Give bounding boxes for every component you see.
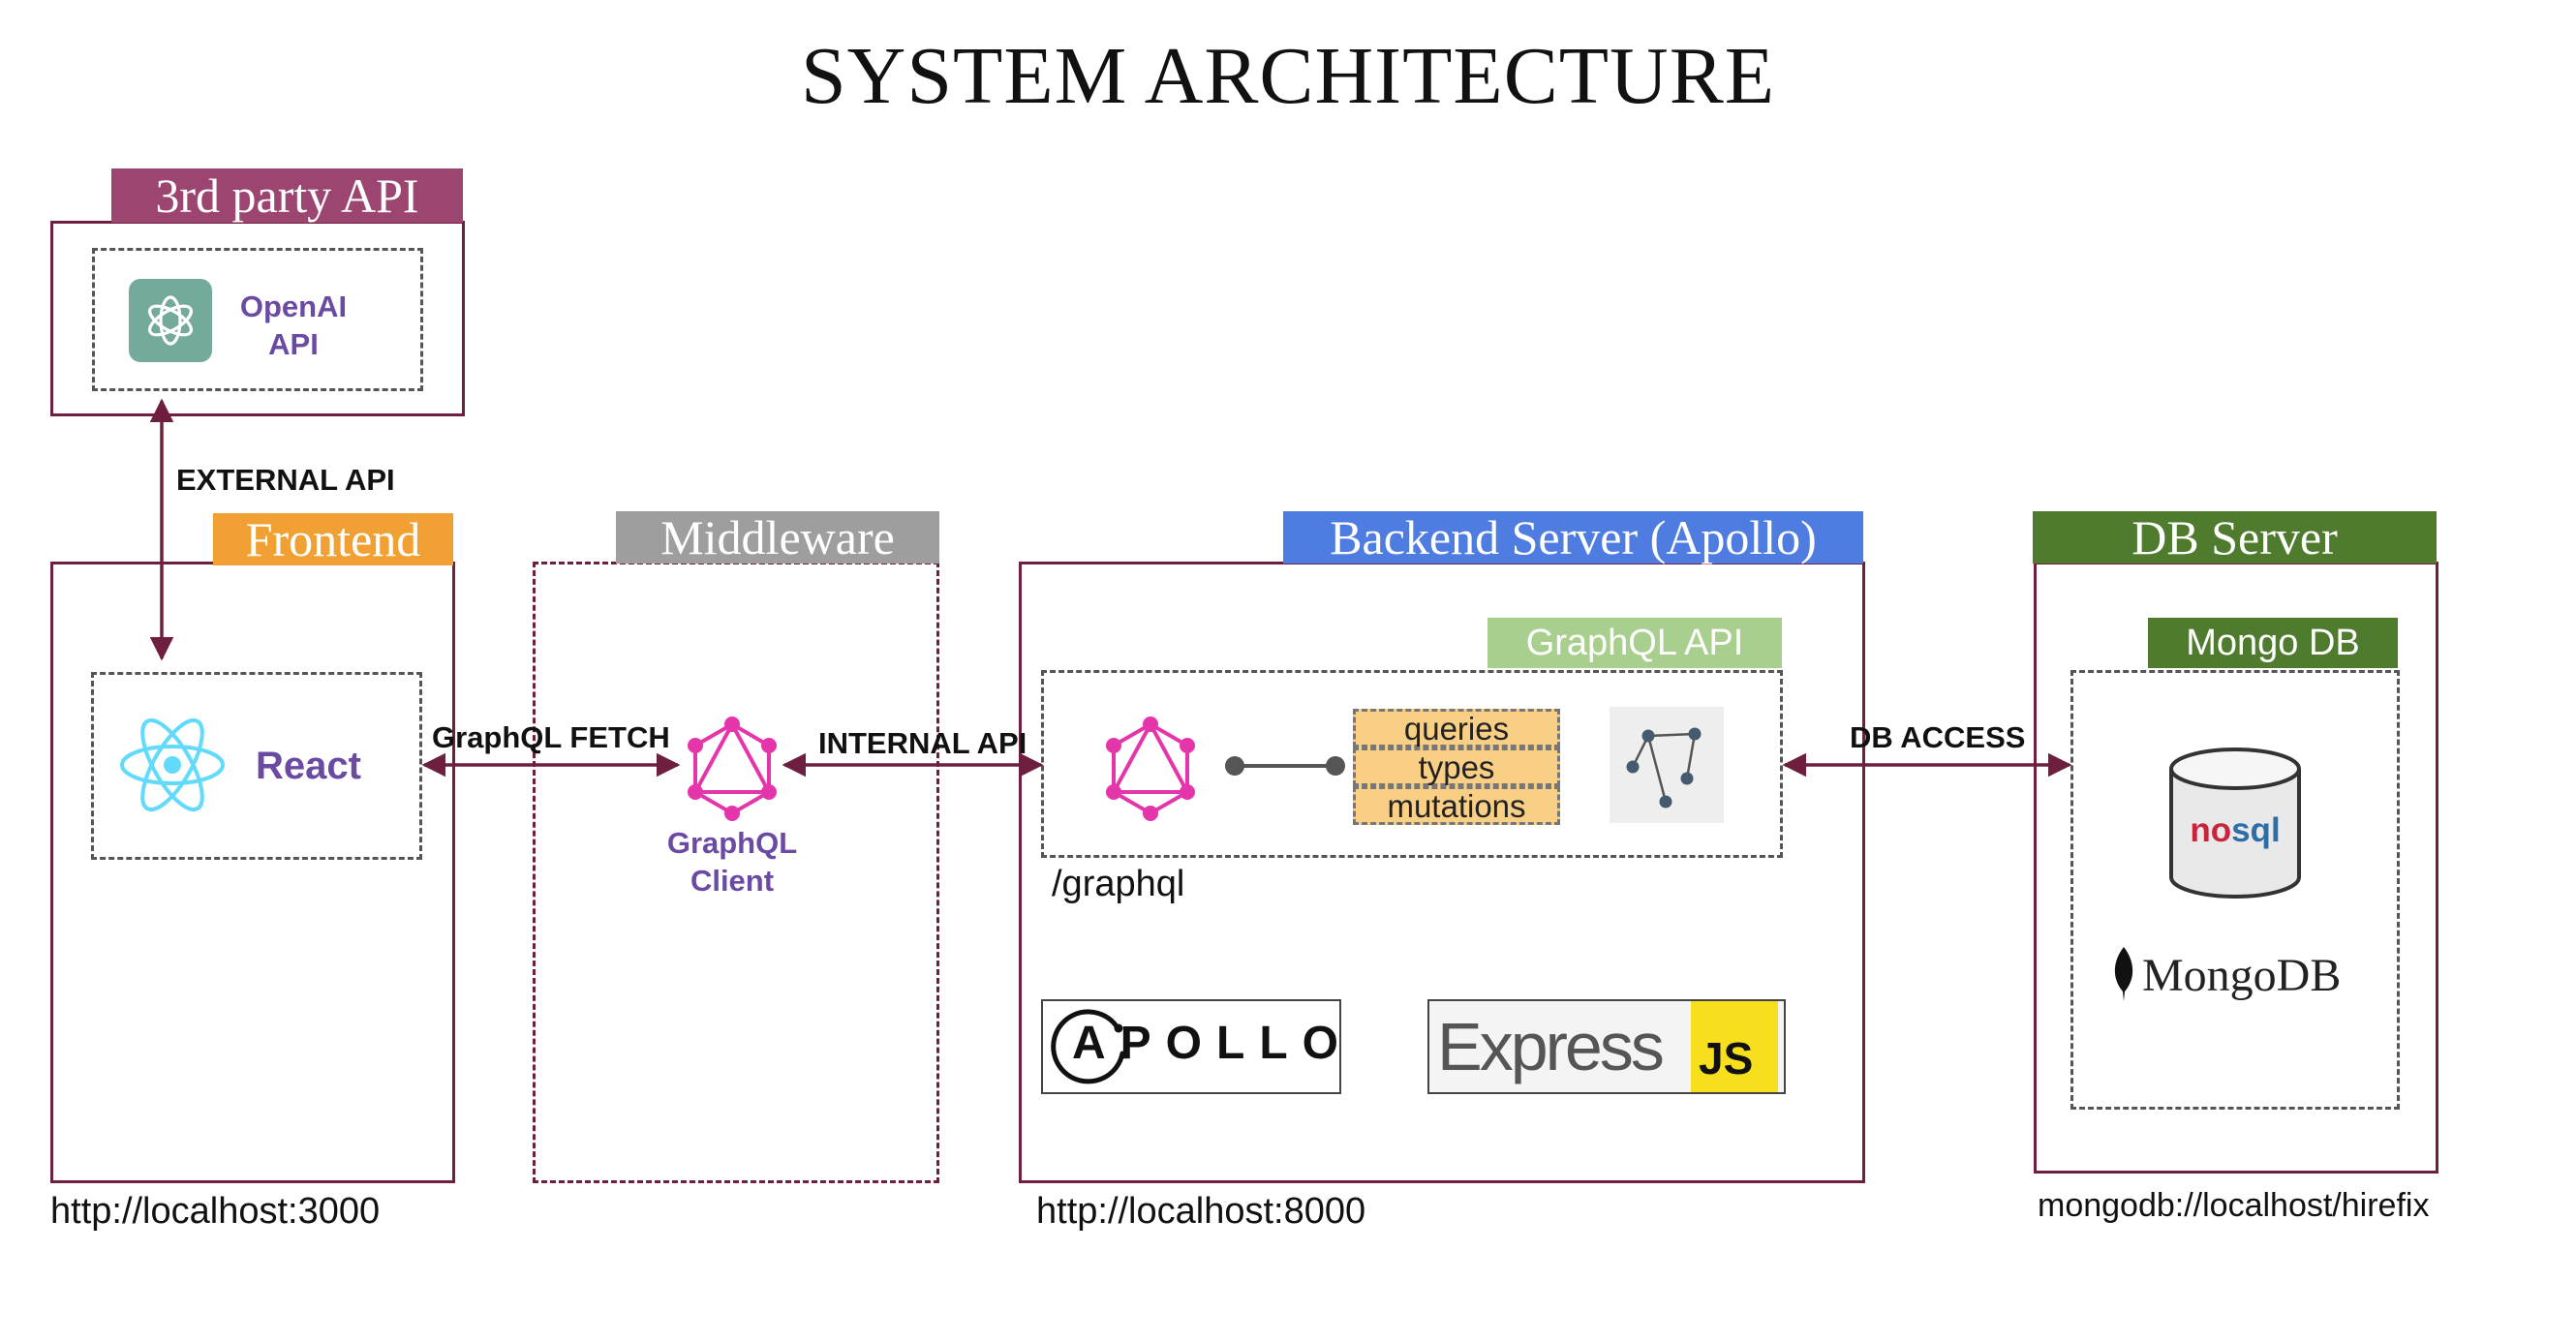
nosql-database-icon: nosql [2167,746,2303,900]
openai-icon [129,279,212,362]
external-api-label: EXTERNAL API [176,463,395,497]
openai-card [92,248,423,391]
react-icon [118,717,227,813]
chip-queries: queries [1353,709,1560,747]
react-card [91,672,422,860]
graphql-icon [1102,717,1199,821]
nosql-label: nosql [2167,813,2303,847]
schema-connector-icon [1222,753,1348,778]
chip-types: types [1353,747,1560,786]
graphql-client-icon [684,717,781,821]
mongodb-label: MongoDB [2142,950,2342,1001]
nosql-sql: sql [2231,811,2281,849]
frontend-tag: Frontend [213,513,453,565]
graphql-fetch-label: GraphQL FETCH [432,720,670,754]
backend-tag: Backend Server (Apollo) [1283,511,1863,564]
graph-icon [1610,707,1724,823]
apollo-ring-icon [1051,1009,1125,1084]
internal-api-label: INTERNAL API [818,726,1027,760]
js-badge: JS [1691,1001,1778,1092]
react-label: React [256,745,361,787]
apollo-logo: APOLLO [1041,999,1341,1094]
db-access-label: DB ACCESS [1850,720,2026,754]
js-label: JS [1699,1033,1754,1083]
mongo-tag: Mongo DB [2148,618,2398,668]
openai-label: OpenAI API [239,290,348,361]
mongo-card [2070,670,2400,1110]
third-party-tag: 3rd party API [111,168,463,223]
express-label: Express [1437,1009,1665,1084]
graphql-client-label: GraphQL Client [666,826,798,898]
frontend-box [50,562,455,1183]
graphql-endpoint: /graphql [1052,864,1185,904]
middleware-tag: Middleware [616,511,939,564]
backend-url: http://localhost:8000 [1036,1191,1366,1232]
express-js-logo: Express JS [1427,999,1786,1094]
frontend-url: http://localhost:3000 [50,1191,381,1232]
nosql-no: no [2190,811,2232,849]
apollo-label: APOLLO [1072,1018,1353,1069]
graphql-api-tag: GraphQL API [1487,618,1782,668]
mongodb-leaf-icon [2111,945,2136,1003]
diagram-title: SYSTEM ARCHITECTURE [800,31,1776,121]
chip-mutations: mutations [1353,786,1560,825]
db-tag: DB Server [2033,511,2437,564]
db-url: mongodb://localhost/hirefix [2038,1187,2430,1224]
